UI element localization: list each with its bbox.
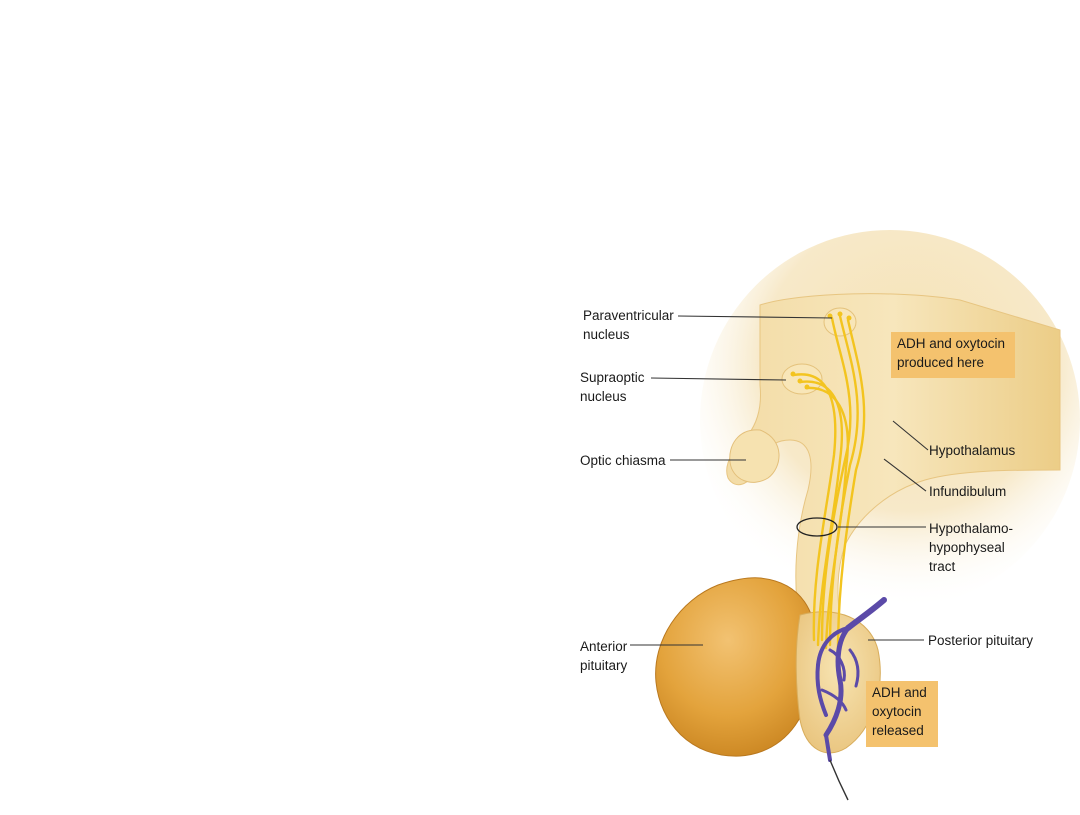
capillary-network bbox=[815, 597, 887, 762]
infundibulum-label: Infundibulum bbox=[929, 484, 1007, 499]
callout-released: ADH and oxytocin released bbox=[866, 681, 938, 747]
axon-terminals bbox=[790, 311, 852, 390]
tract-marker bbox=[796, 517, 838, 537]
posterior-pituitary-label: Posterior pituitary bbox=[928, 633, 1034, 648]
supraoptic-nucleus-shape bbox=[781, 363, 823, 395]
callout-produced-here: ADH and oxytocin produced here bbox=[891, 332, 1015, 378]
anterior-pituitary-label: Anterior pituitary bbox=[580, 639, 628, 673]
supraoptic-nucleus-label: Supraoptic nucleus bbox=[580, 370, 645, 404]
leader-lines bbox=[630, 315, 929, 646]
paraventricular-nucleus-label: Paraventricular nucleus bbox=[583, 308, 674, 342]
axon-bundle bbox=[792, 314, 866, 652]
hypothalamus-label: Hypothalamus bbox=[929, 443, 1016, 458]
optic-chiasma-shape bbox=[729, 429, 780, 483]
hypothalamo-hypophyseal-tract-label: Hypothalamo- hypophyseal tract bbox=[929, 521, 1014, 574]
optic-chiasma-label: Optic chiasma bbox=[580, 453, 666, 468]
vein-outflow bbox=[829, 759, 849, 801]
anterior-pituitary-shape bbox=[655, 577, 818, 757]
